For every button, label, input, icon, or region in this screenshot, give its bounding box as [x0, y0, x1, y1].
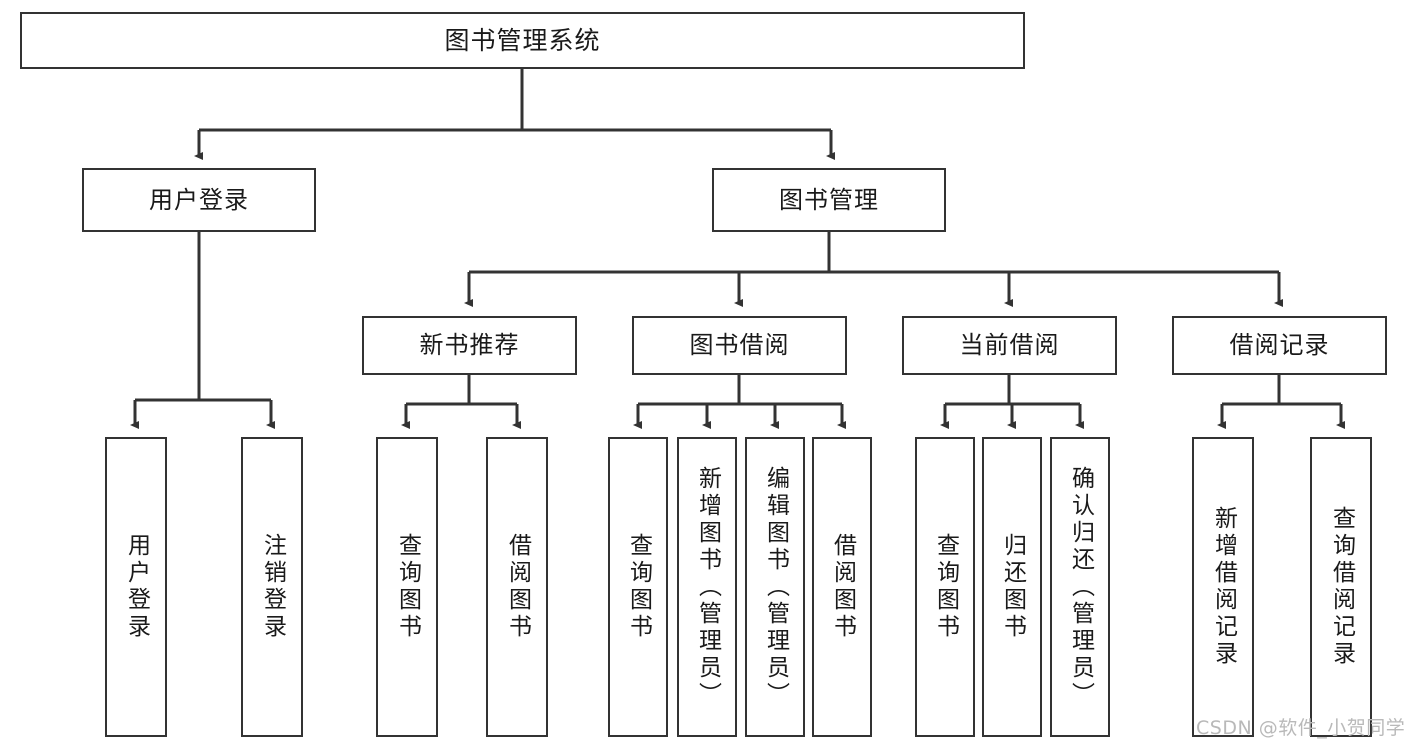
node-leaf-query-book-borrow[interactable]: 查询图书 [608, 437, 668, 737]
node-label: 图书管理系统 [444, 25, 601, 55]
node-book-management[interactable]: 图书管理 [712, 168, 946, 232]
node-leaf-query-borrow-record[interactable]: 查询借阅记录 [1310, 437, 1372, 737]
node-label: 借阅图书 [504, 533, 531, 641]
node-label: 编辑图书（管理员） [762, 465, 789, 709]
node-label: 查询图书 [932, 533, 959, 641]
node-leaf-borrow-book-recommend[interactable]: 借阅图书 [486, 437, 548, 737]
node-book-borrow[interactable]: 图书借阅 [632, 316, 847, 375]
node-label: 图书管理 [779, 185, 879, 214]
node-label: 新书推荐 [419, 331, 520, 360]
node-label: 借阅图书 [829, 533, 856, 641]
node-label: 查询图书 [394, 533, 421, 641]
node-label: 归还图书 [999, 533, 1026, 641]
node-leaf-user-login[interactable]: 用户登录 [105, 437, 167, 737]
node-label: 图书借阅 [689, 331, 790, 360]
node-label: 新增借阅记录 [1210, 506, 1237, 668]
node-label: 用户登录 [149, 185, 249, 214]
node-label: 当前借阅 [959, 331, 1060, 360]
node-leaf-query-book-recommend[interactable]: 查询图书 [376, 437, 438, 737]
node-leaf-logout[interactable]: 注销登录 [241, 437, 303, 737]
node-label: 借阅记录 [1229, 331, 1330, 360]
node-current-borrow[interactable]: 当前借阅 [902, 316, 1117, 375]
node-leaf-return-book[interactable]: 归还图书 [982, 437, 1042, 737]
node-leaf-confirm-return-admin[interactable]: 确认归还（管理员） [1050, 437, 1110, 737]
node-leaf-query-book-current[interactable]: 查询图书 [915, 437, 975, 737]
node-leaf-edit-book-admin[interactable]: 编辑图书（管理员） [745, 437, 805, 737]
node-user-login[interactable]: 用户登录 [82, 168, 316, 232]
node-label: 确认归还（管理员） [1067, 465, 1094, 709]
node-label: 用户登录 [123, 533, 150, 641]
node-borrow-record[interactable]: 借阅记录 [1172, 316, 1387, 375]
node-leaf-add-borrow-record[interactable]: 新增借阅记录 [1192, 437, 1254, 737]
node-leaf-borrow-book[interactable]: 借阅图书 [812, 437, 872, 737]
node-label: 查询图书 [625, 533, 652, 641]
node-new-book-recommend[interactable]: 新书推荐 [362, 316, 577, 375]
node-label: 查询借阅记录 [1328, 506, 1355, 668]
node-root-book-management-system[interactable]: 图书管理系统 [20, 12, 1025, 69]
node-label: 注销登录 [259, 533, 286, 641]
node-label: 新增图书（管理员） [694, 465, 721, 709]
node-leaf-add-book-admin[interactable]: 新增图书（管理员） [677, 437, 737, 737]
